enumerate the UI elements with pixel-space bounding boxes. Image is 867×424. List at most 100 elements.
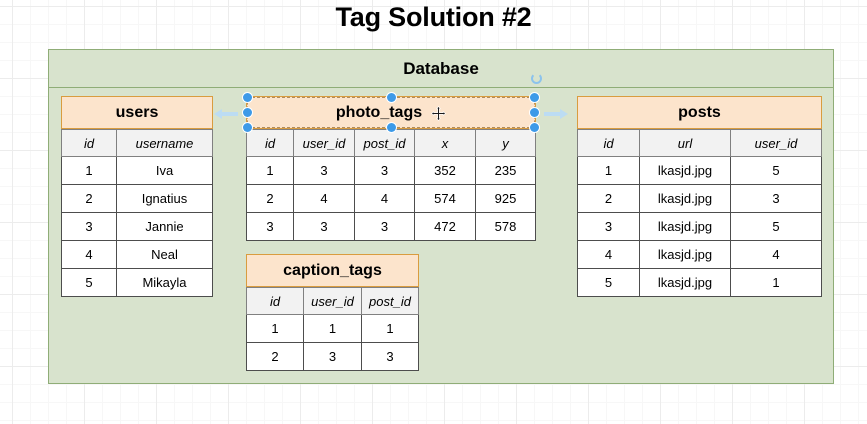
entity-title-posts[interactable]: posts bbox=[577, 96, 822, 129]
arrow-right-icon[interactable] bbox=[543, 107, 569, 119]
column-header-id: id bbox=[61, 129, 117, 157]
cell-post-id: 4 bbox=[354, 184, 415, 213]
entity-table-caption-tags[interactable]: caption_tags id user_id post_id 1 1 1 bbox=[246, 254, 419, 371]
entity-title-label-photo-tags: photo_tags bbox=[335, 103, 423, 121]
cell-username: Jannie bbox=[116, 212, 213, 241]
table-header-row: id url user_id bbox=[577, 129, 822, 157]
cell-id: 1 bbox=[246, 156, 294, 185]
table-row: 1 lkasjd.jpg 5 bbox=[577, 156, 822, 185]
column-header-username: username bbox=[116, 129, 213, 157]
entity-grid-caption-tags: id user_id post_id 1 1 1 2 3 3 bbox=[246, 287, 419, 371]
entity-grid-users: id username 1 Iva 2 Ignatius 3 J bbox=[61, 129, 213, 297]
cell-id: 1 bbox=[577, 156, 640, 185]
cell-username: Ignatius bbox=[116, 184, 213, 213]
cell-x: 574 bbox=[414, 184, 476, 213]
entity-grid-photo-tags: id user_id post_id x y 1 3 3 352 235 bbox=[246, 129, 536, 241]
table-row: 2 4 4 574 925 bbox=[246, 184, 536, 213]
entity-title-label-users: users bbox=[115, 103, 159, 121]
cell-id: 2 bbox=[61, 184, 117, 213]
cell-id: 1 bbox=[61, 156, 117, 185]
resize-handle-top-right[interactable] bbox=[530, 93, 539, 102]
cell-user-id: 4 bbox=[293, 184, 355, 213]
cell-user-id: 3 bbox=[293, 156, 355, 185]
column-header-post-id: post_id bbox=[354, 129, 415, 157]
cell-post-id: 3 bbox=[354, 156, 415, 185]
cell-user-id: 4 bbox=[730, 240, 822, 269]
cell-x: 472 bbox=[414, 212, 476, 241]
table-row: 4 Neal bbox=[61, 240, 213, 269]
page-title: Tag Solution #2 bbox=[335, 2, 532, 32]
column-header-x: x bbox=[414, 129, 476, 157]
cell-user-id: 3 bbox=[303, 342, 362, 371]
table-row: 2 lkasjd.jpg 3 bbox=[577, 184, 822, 213]
cell-id: 4 bbox=[61, 240, 117, 269]
cell-user-id: 3 bbox=[293, 212, 355, 241]
database-header[interactable]: Database bbox=[49, 50, 833, 88]
table-header-row: id user_id post_id x y bbox=[246, 129, 536, 157]
table-row: 2 Ignatius bbox=[61, 184, 213, 213]
column-header-post-id: post_id bbox=[361, 287, 419, 315]
cell-username: Neal bbox=[116, 240, 213, 269]
cell-post-id: 3 bbox=[361, 342, 419, 371]
column-header-y: y bbox=[475, 129, 536, 157]
arrow-left-icon[interactable] bbox=[213, 107, 239, 119]
column-header-user-id: user_id bbox=[303, 287, 362, 315]
cell-id: 1 bbox=[246, 314, 304, 343]
cell-id: 2 bbox=[246, 184, 294, 213]
cell-url: lkasjd.jpg bbox=[639, 156, 731, 185]
entity-title-photo-tags[interactable]: photo_tags bbox=[214, 73, 568, 132]
resize-handle-top-center[interactable] bbox=[386, 93, 396, 102]
cell-id: 4 bbox=[577, 240, 640, 269]
database-container[interactable]: Database users id username 1 Iva bbox=[48, 49, 834, 384]
column-header-id: id bbox=[246, 129, 294, 157]
entity-table-users[interactable]: users id username 1 Iva 2 bbox=[61, 96, 213, 297]
cell-y: 578 bbox=[475, 212, 536, 241]
resize-handle-middle-left[interactable] bbox=[243, 108, 252, 117]
cell-user-id: 1 bbox=[303, 314, 362, 343]
cell-username: Iva bbox=[116, 156, 213, 185]
entity-title-caption-tags[interactable]: caption_tags bbox=[246, 254, 419, 287]
resize-handle-middle-right[interactable] bbox=[530, 108, 539, 117]
entity-title-label-posts: posts bbox=[678, 103, 721, 121]
cell-y: 235 bbox=[475, 156, 536, 185]
entity-title-label-caption-tags: caption_tags bbox=[283, 261, 382, 279]
cell-url: lkasjd.jpg bbox=[639, 240, 731, 269]
cell-user-id: 5 bbox=[730, 156, 822, 185]
column-header-user-id: user_id bbox=[730, 129, 822, 157]
column-header-id: id bbox=[246, 287, 304, 315]
table-header-row: id username bbox=[61, 129, 213, 157]
cell-id: 2 bbox=[577, 184, 640, 213]
cell-id: 3 bbox=[577, 212, 640, 241]
cell-id: 3 bbox=[61, 212, 117, 241]
cell-y: 925 bbox=[475, 184, 536, 213]
entity-grid-posts: id url user_id 1 lkasjd.jpg 5 2 lkasjd.j… bbox=[577, 129, 822, 297]
entity-table-photo-tags[interactable]: photo_tags bbox=[214, 73, 568, 241]
cell-id: 5 bbox=[577, 268, 640, 297]
cell-user-id: 3 bbox=[730, 184, 822, 213]
table-row: 3 Jannie bbox=[61, 212, 213, 241]
cell-url: lkasjd.jpg bbox=[639, 184, 731, 213]
cell-username: Mikayla bbox=[116, 268, 213, 297]
table-row: 5 lkasjd.jpg 1 bbox=[577, 268, 822, 297]
table-header-row: id user_id post_id bbox=[246, 287, 419, 315]
cell-id: 5 bbox=[61, 268, 117, 297]
cell-id: 2 bbox=[246, 342, 304, 371]
column-header-user-id: user_id bbox=[293, 129, 355, 157]
cell-post-id: 3 bbox=[354, 212, 415, 241]
cell-user-id: 1 bbox=[730, 268, 822, 297]
move-cursor-icon bbox=[431, 105, 447, 122]
entity-title-users[interactable]: users bbox=[61, 96, 213, 129]
table-row: 1 1 1 bbox=[246, 314, 419, 343]
column-header-url: url bbox=[639, 129, 731, 157]
column-header-id: id bbox=[577, 129, 640, 157]
entity-table-posts[interactable]: posts id url user_id 1 lkasjd.jpg 5 bbox=[577, 96, 822, 297]
database-header-label: Database bbox=[403, 58, 479, 78]
cell-post-id: 1 bbox=[361, 314, 419, 343]
table-row: 2 3 3 bbox=[246, 342, 419, 371]
table-row: 1 3 3 352 235 bbox=[246, 156, 536, 185]
table-row: 3 lkasjd.jpg 5 bbox=[577, 212, 822, 241]
cell-url: lkasjd.jpg bbox=[639, 268, 731, 297]
resize-handle-top-left[interactable] bbox=[243, 93, 252, 102]
table-row: 5 Mikayla bbox=[61, 268, 213, 297]
